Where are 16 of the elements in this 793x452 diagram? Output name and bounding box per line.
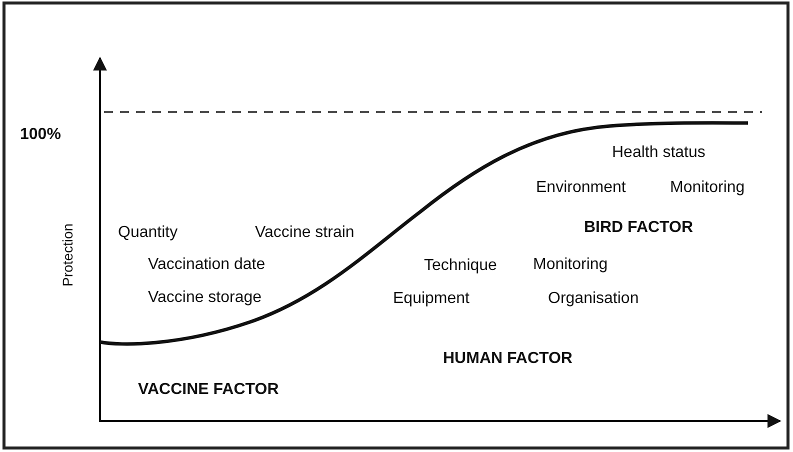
factor-item: Quantity — [118, 224, 178, 242]
factor-item: Organisation — [548, 290, 639, 308]
factor-item: Environment — [536, 179, 626, 197]
axis-value-label: 100% — [20, 126, 61, 144]
factor-item: Vaccine storage — [148, 289, 262, 307]
group-heading: HUMAN FACTOR — [443, 350, 572, 368]
factor-item: Health status — [612, 144, 706, 162]
axis-title: Protection — [58, 223, 76, 287]
group-heading: BIRD FACTOR — [584, 219, 694, 237]
group-heading: VACCINE FACTOR — [138, 381, 279, 399]
factor-item: Vaccination date — [148, 256, 266, 274]
factor-item: Monitoring — [533, 256, 608, 274]
factor-item: Equipment — [393, 290, 470, 308]
factor-item: Technique — [424, 257, 497, 275]
factor-item: Monitoring — [670, 179, 745, 197]
factor-item: Vaccine strain — [255, 224, 354, 242]
